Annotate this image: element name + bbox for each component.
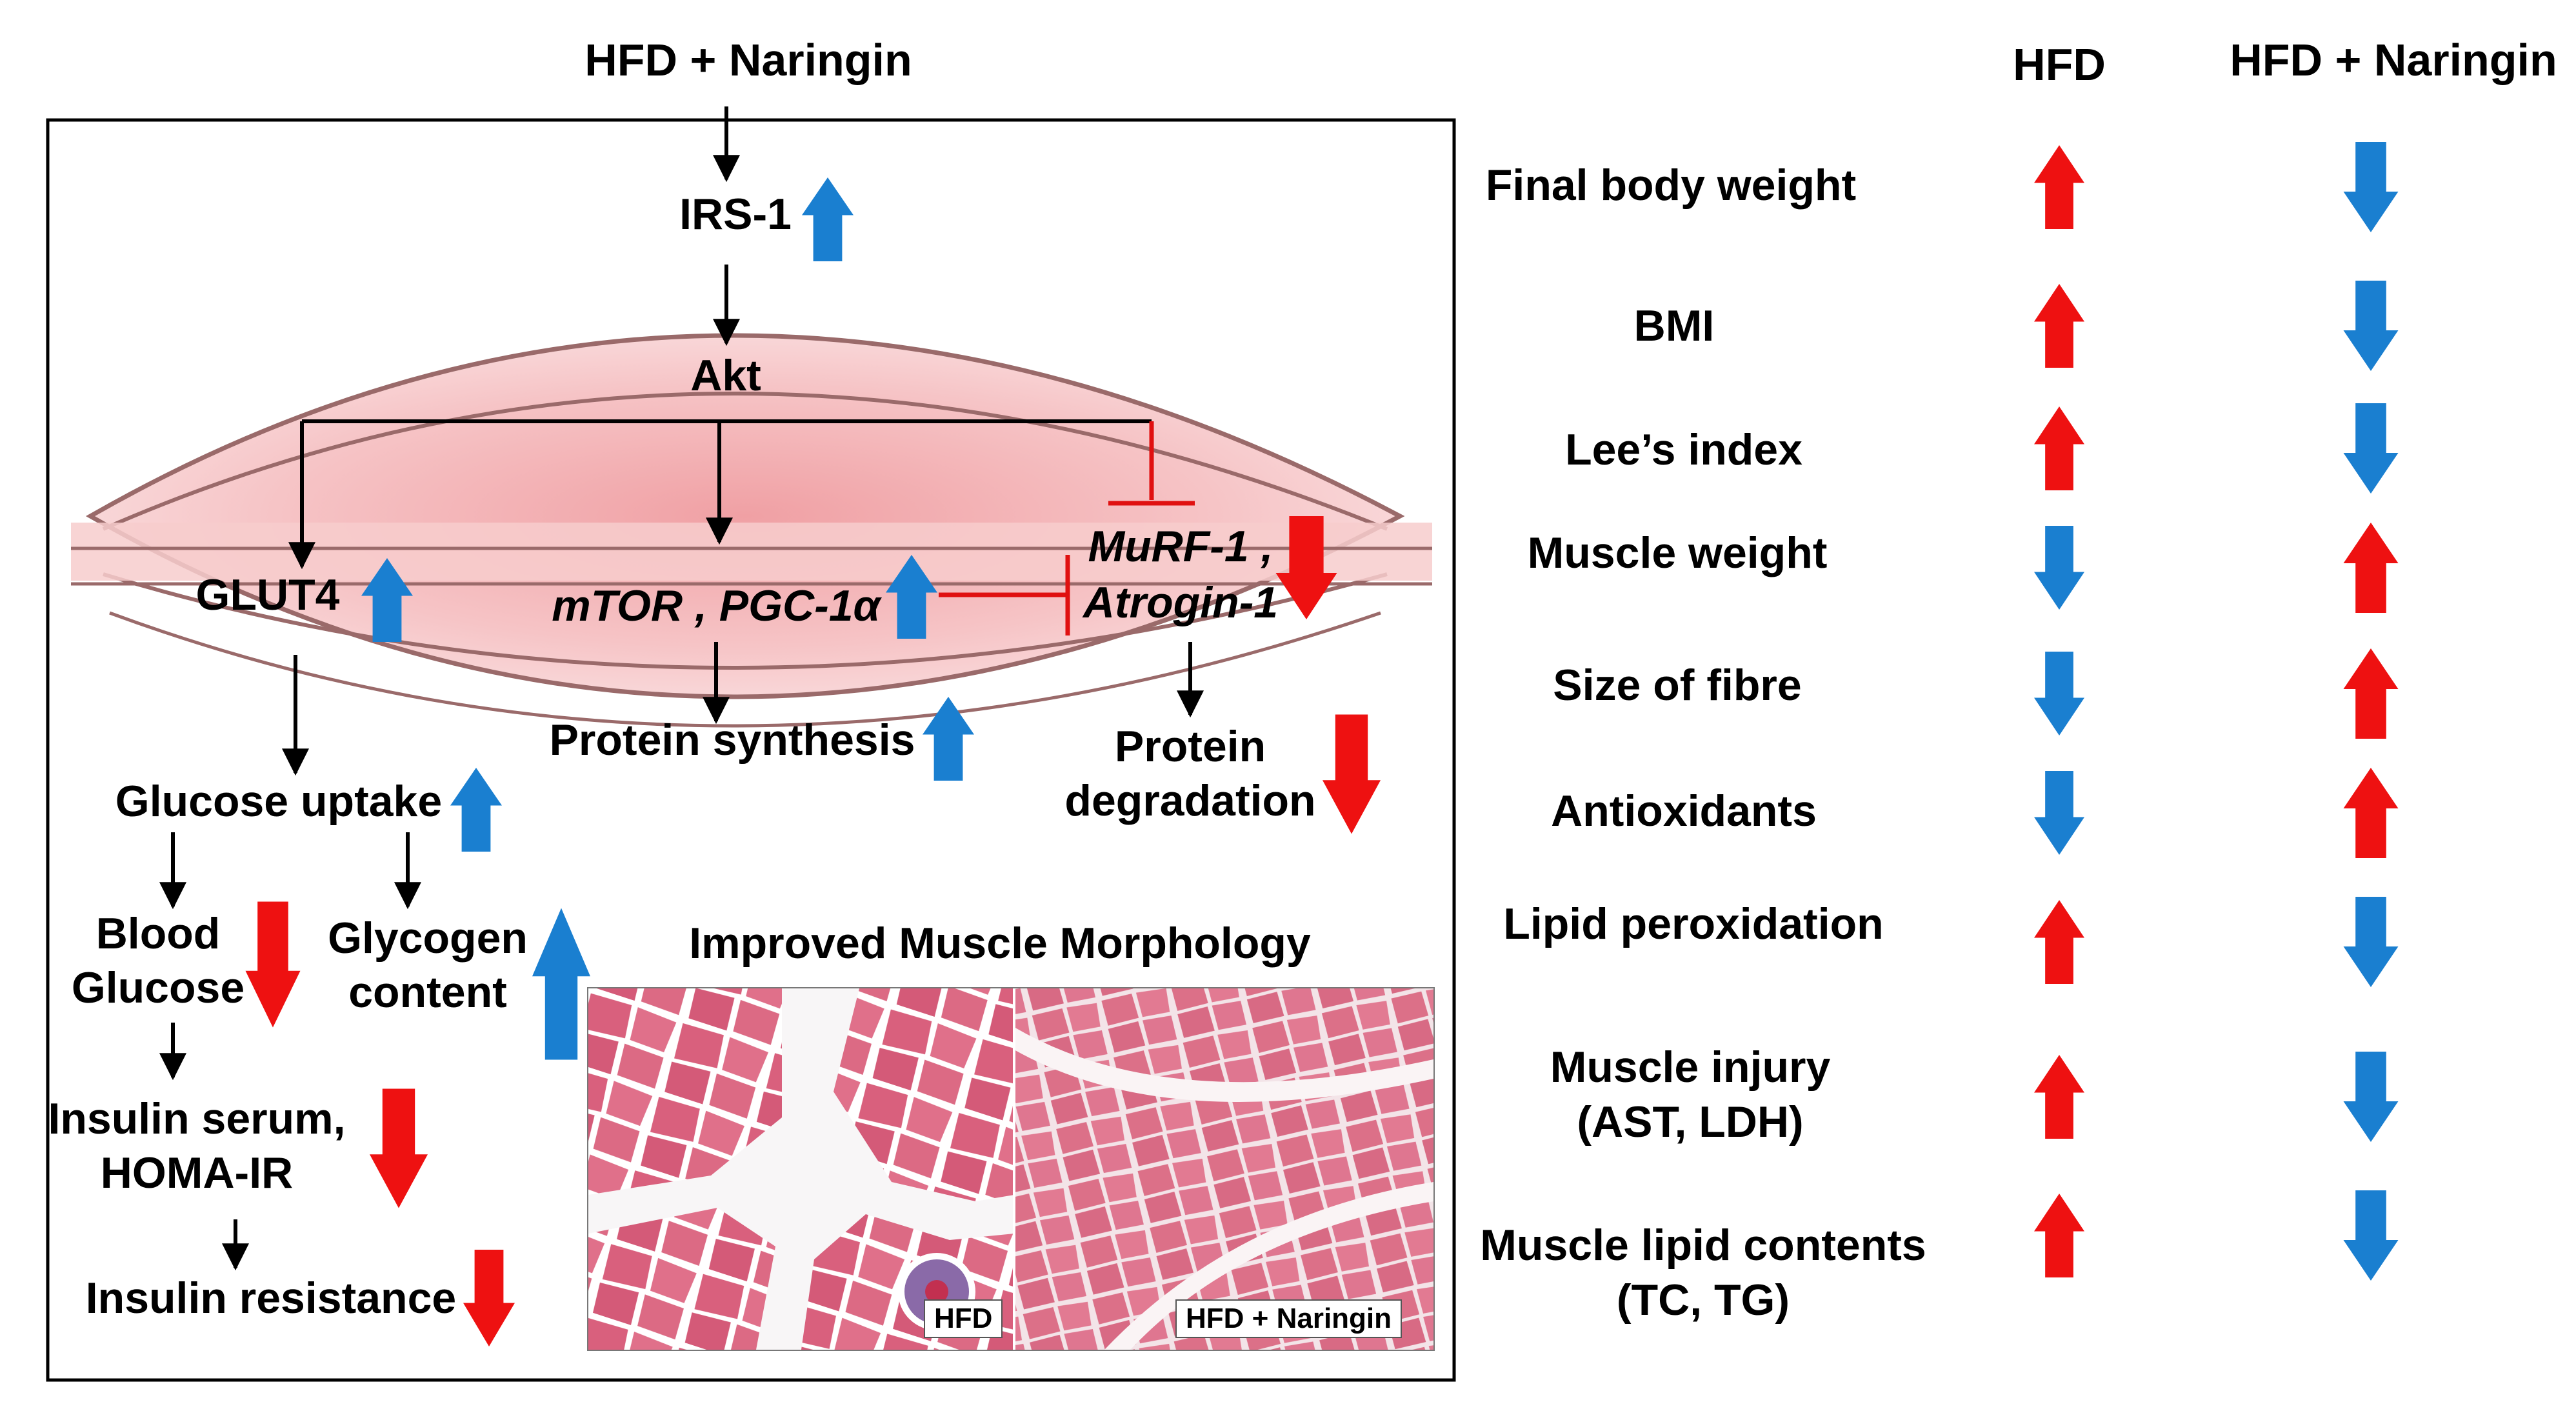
insulin-serum-label-1: Insulin serum, [48, 1094, 346, 1143]
row-label-final-body-weight: Final body weight [1485, 161, 1857, 210]
row-label-bmi: BMI [1633, 301, 1715, 350]
row-label-muscle-injury-sub: (AST, LDH) [1577, 1097, 1804, 1146]
insulin-serum-down-arrow [370, 1088, 428, 1208]
mtor-up-arrow [886, 555, 937, 639]
protein-degradation-down-arrow [1323, 714, 1381, 834]
insulin-resistance-label: Insulin resistance [85, 1274, 457, 1323]
muscle-histology-panels: HFD HFD + Naringin [587, 987, 1435, 1351]
irs1-up-arrow [802, 177, 854, 261]
row-0-hfd-arrow [2034, 145, 2084, 229]
glut4-up-arrow [361, 558, 413, 642]
row-5-naringin-arrow [2343, 768, 2399, 858]
insulin-resistance-down-arrow [463, 1250, 515, 1346]
muscle-fibre-illustration [71, 333, 1432, 728]
table-status-arrows [2034, 142, 2399, 1281]
blood-glucose-down-arrow [245, 901, 301, 1028]
murf1-label: MuRF-1 , [1088, 522, 1273, 571]
row-label-antioxidants: Antioxidants [1551, 786, 1817, 836]
glucose-uptake-label: Glucose uptake [115, 777, 443, 826]
row-label-muscle-weight: Muscle weight [1527, 528, 1828, 577]
blood-glucose-label-2: Glucose [71, 963, 245, 1012]
glycogen-label-1: Glycogen [328, 914, 528, 963]
irs1-label: IRS-1 [679, 190, 792, 239]
pathway-status-arrows [245, 177, 1381, 1346]
row-4-hfd-arrow [2034, 652, 2084, 736]
panel-label-hfd: HFD [924, 1299, 1003, 1339]
glycogen-up-arrow [532, 908, 590, 1060]
blood-glucose-label-1: Blood [95, 909, 221, 958]
protein-degradation-label-1: Protein [1114, 722, 1266, 771]
row-5-hfd-arrow [2034, 771, 2084, 855]
glycogen-label-2: content [348, 968, 507, 1017]
row-1-hfd-arrow [2034, 284, 2084, 368]
column-header-hfd: HFD [2013, 39, 2106, 90]
histology-image [588, 988, 1433, 1350]
row-3-naringin-arrow [2343, 523, 2399, 613]
row-label-muscle-lipid-contents-sub: (TC, TG) [1616, 1276, 1790, 1325]
treatment-label: HFD + Naringin [584, 35, 912, 85]
row-label-lees-index: Lee’s index [1565, 425, 1802, 474]
mtor-pgc-label: mTOR , PGC-1α [552, 581, 881, 630]
row-label-lipid-peroxidation: Lipid peroxidation [1503, 899, 1884, 948]
row-label-muscle-lipid-contents: Muscle lipid contents [1480, 1221, 1926, 1270]
row-label-size-of-fibre: Size of fibre [1553, 661, 1802, 710]
glut4-label: GLUT4 [195, 570, 340, 619]
inhibition-lines [939, 421, 1195, 635]
column-header-hfd-naringin: HFD + Naringin [2230, 35, 2557, 85]
pathway-frame [46, 118, 1456, 1382]
row-8-naringin-arrow [2343, 1190, 2399, 1281]
akt-label: Akt [690, 351, 761, 400]
protein-synthesis-label: Protein synthesis [549, 716, 915, 765]
row-2-hfd-arrow [2034, 406, 2084, 490]
row-7-hfd-arrow [2034, 1055, 2084, 1139]
glucose-uptake-up-arrow [450, 768, 502, 852]
panel-label-hfd-naringin: HFD + Naringin [1175, 1299, 1403, 1339]
row-6-hfd-arrow [2034, 900, 2084, 984]
row-2-naringin-arrow [2343, 403, 2399, 494]
row-3-hfd-arrow [2034, 526, 2084, 610]
row-7-naringin-arrow [2343, 1052, 2399, 1142]
row-1-naringin-arrow [2343, 281, 2399, 371]
row-0-naringin-arrow [2343, 142, 2399, 232]
protein-synthesis-up-arrow [923, 697, 974, 781]
row-8-hfd-arrow [2034, 1194, 2084, 1277]
murf-down-arrow [1275, 516, 1337, 619]
row-6-naringin-arrow [2343, 897, 2399, 987]
morphology-title: Improved Muscle Morphology [689, 919, 1311, 968]
insulin-serum-label-2: HOMA-IR [100, 1148, 294, 1197]
protein-degradation-label-2: degradation [1064, 776, 1316, 825]
atrogin1-label: Atrogin-1 [1083, 578, 1279, 627]
row-4-naringin-arrow [2343, 648, 2399, 739]
row-label-muscle-injury: Muscle injury [1550, 1043, 1831, 1092]
